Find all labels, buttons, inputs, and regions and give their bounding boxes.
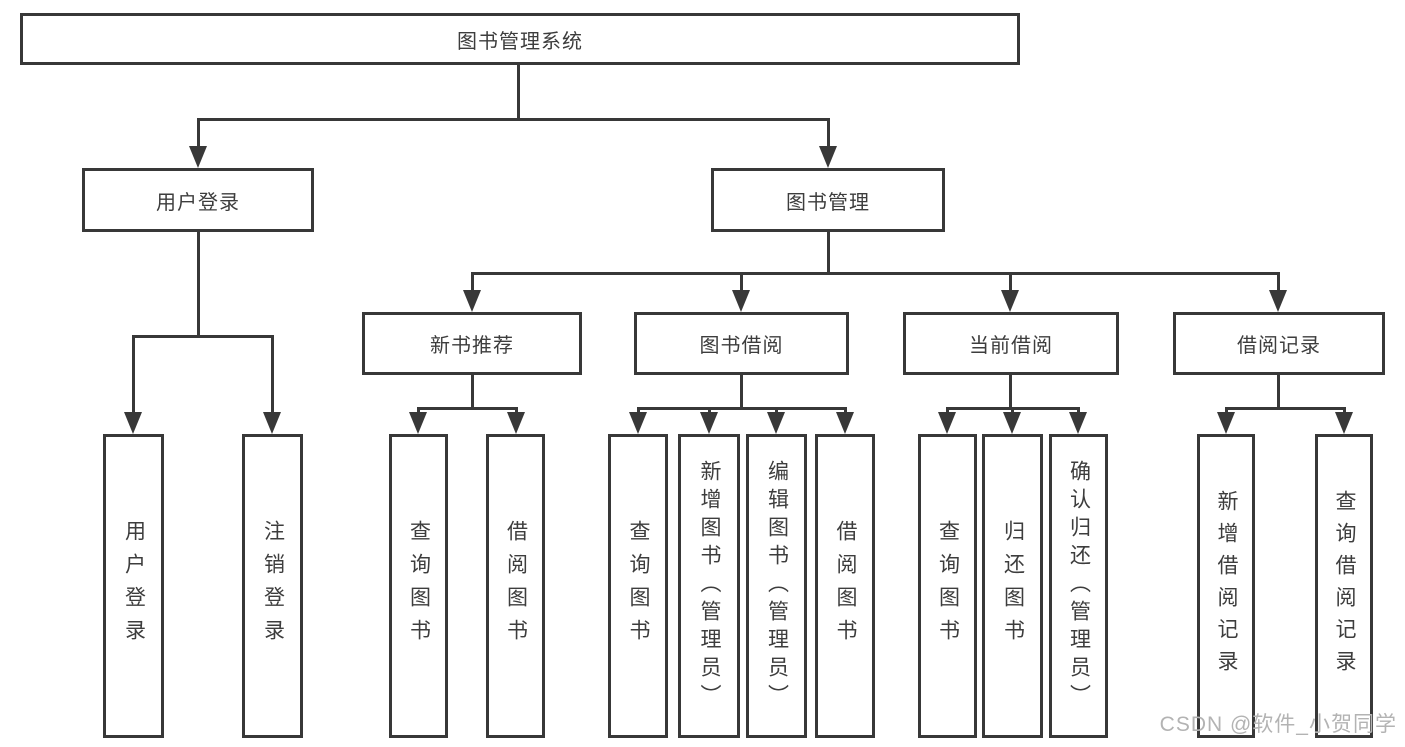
connector-line [471, 375, 474, 409]
arrow-down-icon [1001, 290, 1019, 312]
node-new-book-recommend: 新书推荐 [362, 312, 582, 375]
node-query-book-current: 查询图书 [918, 434, 977, 738]
connector-line [271, 335, 274, 412]
node-query-book-borrowing: 查询图书 [608, 434, 668, 738]
node-logout: 注销登录 [242, 434, 303, 738]
connector-line [844, 407, 847, 414]
connector-line [1343, 407, 1346, 414]
arrow-down-icon [836, 412, 854, 434]
node-library-management-system-label: 图书管理系统 [457, 30, 583, 53]
connector-line [132, 335, 135, 412]
arrow-down-icon [507, 412, 525, 434]
node-query-borrow-record-label: 查询借阅记录 [1333, 490, 1356, 682]
node-current-borrowing-label: 当前借阅 [969, 335, 1053, 357]
node-return-book-label: 归还图书 [1001, 520, 1025, 652]
arrow-down-icon [732, 290, 750, 312]
arrow-down-icon [1003, 412, 1021, 434]
node-confirm-return-admin-label: 确认归还（管理员） [1067, 460, 1091, 712]
connector-line [827, 232, 830, 274]
connector-line [417, 407, 517, 410]
node-add-book-admin: 新增图书（管理员） [678, 434, 740, 738]
connector-line [637, 407, 846, 410]
node-book-borrowing-label: 图书借阅 [699, 335, 784, 357]
arrow-down-icon [189, 146, 207, 168]
node-book-management-label: 图书管理 [786, 191, 870, 214]
node-edit-book-admin: 编辑图书（管理员） [746, 434, 807, 738]
arrow-down-icon [1269, 290, 1287, 312]
node-borrowing-records-label: 借阅记录 [1237, 335, 1321, 357]
arrow-down-icon [263, 412, 281, 434]
connector-line [471, 272, 474, 290]
connector-line [1011, 407, 1014, 414]
connector-line [1009, 272, 1012, 290]
connector-line [827, 118, 830, 146]
arrow-down-icon [938, 412, 956, 434]
connector-line [946, 407, 949, 414]
node-edit-book-admin-label: 编辑图书（管理员） [765, 460, 789, 712]
arrow-down-icon [463, 290, 481, 312]
arrow-down-icon [1069, 412, 1087, 434]
node-query-borrow-record: 查询借阅记录 [1315, 434, 1373, 738]
node-add-book-admin-label: 新增图书（管理员） [698, 460, 721, 712]
node-query-book-current-label: 查询图书 [936, 520, 960, 652]
node-library-management-system: 图书管理系统 [20, 13, 1020, 65]
connector-line [1225, 407, 1228, 414]
node-borrow-book-recommend-label: 借阅图书 [504, 520, 528, 652]
node-borrowing-records: 借阅记录 [1173, 312, 1385, 375]
node-book-management: 图书管理 [711, 168, 945, 232]
connector-line [708, 407, 711, 414]
arrow-down-icon [629, 412, 647, 434]
connector-line [517, 65, 520, 120]
arrow-down-icon [700, 412, 718, 434]
arrow-down-icon [124, 412, 142, 434]
node-confirm-return-admin: 确认归还（管理员） [1049, 434, 1108, 738]
connector-line [132, 335, 273, 338]
csdn-watermark: CSDN @软件_小贺同学 [1159, 713, 1397, 736]
node-return-book: 归还图书 [982, 434, 1043, 738]
node-user-login-action-label: 用户登录 [122, 520, 146, 652]
connector-line [775, 407, 778, 414]
arrow-down-icon [1335, 412, 1353, 434]
connector-line [417, 407, 420, 414]
connector-line [1225, 407, 1346, 410]
node-borrow-book: 借阅图书 [815, 434, 875, 738]
arrow-down-icon [767, 412, 785, 434]
node-user-login-action: 用户登录 [103, 434, 164, 738]
connector-line [740, 272, 743, 290]
node-book-borrowing: 图书借阅 [634, 312, 849, 375]
node-add-borrow-record: 新增借阅记录 [1197, 434, 1255, 738]
node-query-book-borrowing-label: 查询图书 [627, 520, 650, 652]
connector-line [1277, 375, 1280, 409]
connector-line [1077, 407, 1080, 414]
connector-line [471, 272, 1279, 275]
arrow-down-icon [1217, 412, 1235, 434]
node-user-login-label: 用户登录 [156, 191, 240, 214]
node-query-book-recommend-label: 查询图书 [407, 520, 431, 652]
node-logout-label: 注销登录 [261, 520, 285, 652]
connector-line [197, 118, 830, 121]
arrow-down-icon [819, 146, 837, 168]
node-add-borrow-record-label: 新增借阅记录 [1215, 490, 1238, 682]
connector-line [1009, 375, 1012, 409]
node-current-borrowing: 当前借阅 [903, 312, 1119, 375]
connector-line [197, 232, 200, 337]
connector-line [197, 118, 200, 146]
connector-line [637, 407, 640, 414]
node-borrow-book-recommend: 借阅图书 [486, 434, 545, 738]
node-borrow-book-label: 借阅图书 [834, 520, 857, 652]
connector-line [1277, 272, 1280, 290]
connector-line [515, 407, 518, 414]
node-new-book-recommend-label: 新书推荐 [430, 335, 514, 357]
connector-line [740, 375, 743, 409]
node-user-login: 用户登录 [82, 168, 314, 232]
arrow-down-icon [409, 412, 427, 434]
node-query-book-recommend: 查询图书 [389, 434, 448, 738]
